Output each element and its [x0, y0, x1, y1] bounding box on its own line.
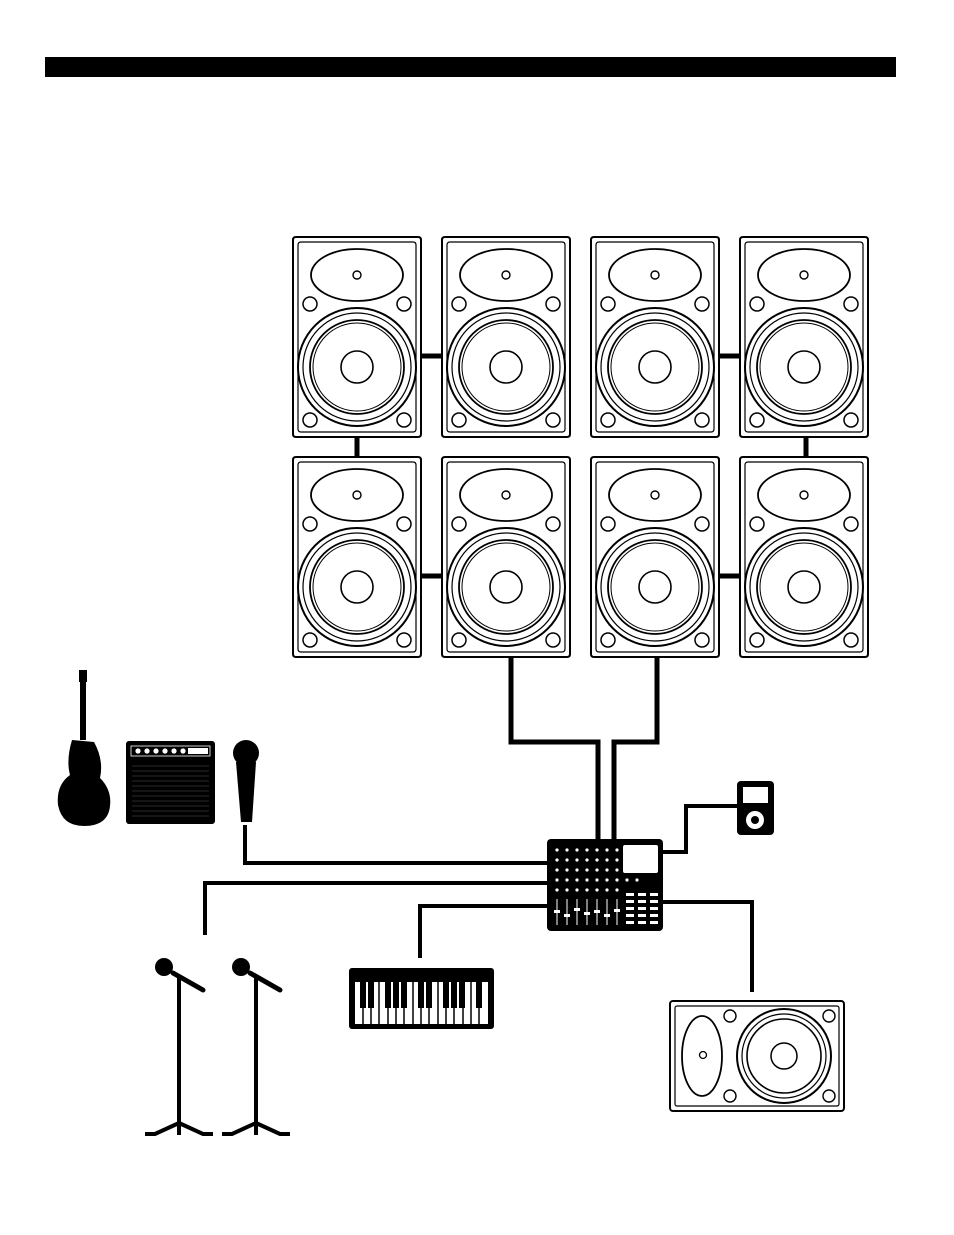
- speaker-row2-col1: [293, 457, 421, 657]
- speaker-array: [293, 237, 868, 657]
- monitor-cable: [663, 902, 752, 992]
- speaker-row2-col3: [591, 457, 719, 657]
- speaker-row2-col4: [740, 457, 868, 657]
- microphone-stand-right: [222, 958, 290, 1135]
- speaker-row1-col1: [293, 237, 421, 437]
- stage-monitor-wedge-icon: [670, 1001, 844, 1111]
- microphone-stand-left: [145, 958, 213, 1135]
- guitar-amplifier-icon: [126, 741, 215, 824]
- speaker-link-cables: [357, 356, 806, 576]
- header-bar: [45, 57, 896, 77]
- speaker-row1-col4: [740, 237, 868, 437]
- keyboard-icon: [349, 968, 494, 1029]
- main-output-cables: [511, 657, 657, 842]
- media-player-icon: [737, 781, 774, 835]
- speaker-row1-col2: [442, 237, 570, 437]
- speaker-row2-col2: [442, 457, 570, 657]
- mixer-icon: [547, 839, 663, 931]
- speaker-row1-col3: [591, 237, 719, 437]
- handheld-microphone-icon: [233, 740, 259, 822]
- electric-guitar-icon: [58, 670, 111, 826]
